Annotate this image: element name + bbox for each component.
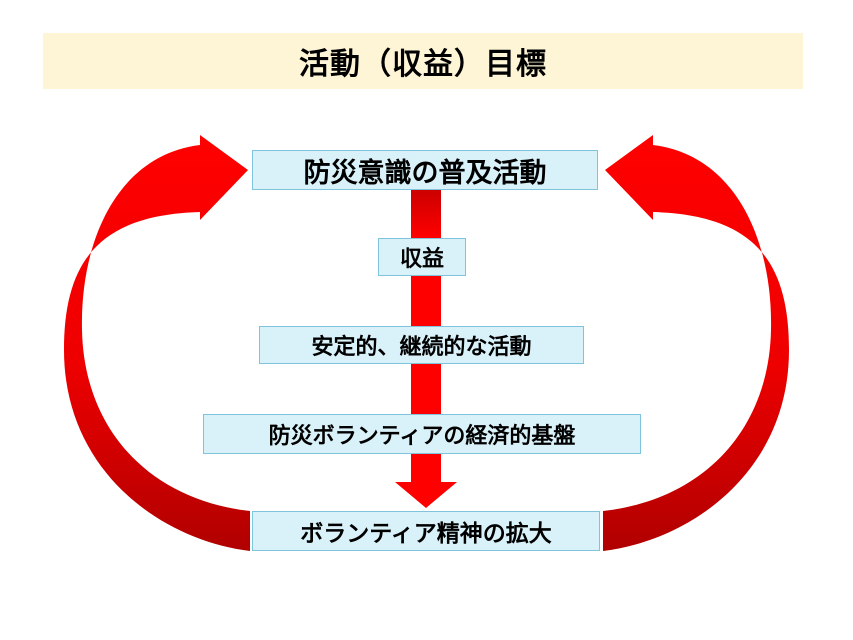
revenue-box: 収益 xyxy=(378,238,466,276)
economic-foundation-box: 防災ボランティアの経済的基盤 xyxy=(203,414,641,454)
stable-activity-box: 安定的、継続的な活動 xyxy=(259,326,584,364)
volunteer-spirit-box: ボランティア精神の拡大 xyxy=(252,511,600,551)
title-banner: 活動（収益）目標 xyxy=(43,33,803,89)
disaster-awareness-box: 防災意識の普及活動 xyxy=(252,150,598,190)
right-cycle-arrow xyxy=(603,135,789,551)
page-title: 活動（収益）目標 xyxy=(299,47,547,82)
left-cycle-arrow xyxy=(64,135,250,551)
